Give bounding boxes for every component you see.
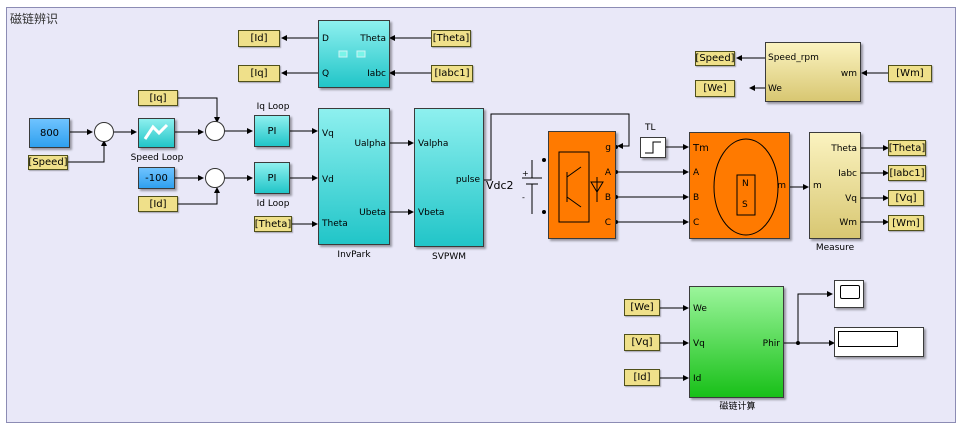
inverter-g-port: g (605, 143, 611, 153)
flux-calc-block[interactable]: We Vq Id Phir (689, 286, 784, 398)
motor-b-port: B (693, 193, 700, 203)
dc-source-icon: + - (522, 160, 542, 214)
tag-wm-from[interactable]: [Wm] (888, 65, 932, 82)
id-pi-block[interactable]: PI (254, 162, 290, 194)
tl-label: TL (645, 123, 656, 133)
invpark-ubeta-port: Ubeta (359, 208, 386, 218)
park-theta-port: Theta (360, 34, 386, 44)
motor-s-pole: S (742, 200, 748, 210)
flux-calc-label: 磁链计算 (719, 402, 756, 412)
tag-vq-from[interactable]: [Vq] (624, 334, 660, 351)
iq-loop-label: Iq Loop (256, 102, 290, 112)
speed-rpm-port: Speed_rpm (768, 53, 819, 63)
tag-we-from[interactable]: [We] (624, 299, 660, 316)
speed-loop-label: Speed Loop (130, 153, 184, 163)
tag-theta-from[interactable]: [Theta] (431, 30, 471, 47)
motor-tm-port: Tm (693, 143, 709, 154)
tag-speed-goto[interactable]: [Speed] (695, 51, 735, 66)
tag-id-in[interactable]: [Id] (138, 196, 178, 212)
measure-theta-port: Theta (831, 144, 857, 154)
tag-theta-goto[interactable]: [Theta] (888, 140, 926, 156)
step-icon (645, 141, 661, 154)
iq-pi-block[interactable]: PI (254, 115, 290, 147)
tag-theta-in[interactable]: [Theta] (254, 216, 292, 232)
sum-iq[interactable] (205, 121, 225, 141)
sum-speed[interactable] (94, 122, 114, 142)
motor-c-port: C (693, 218, 700, 228)
inverter-block[interactable]: g A B C (548, 131, 616, 239)
display-readout (838, 331, 898, 347)
tag-we-goto[interactable]: [We] (695, 80, 735, 97)
flux-id-port: Id (693, 374, 702, 384)
park-iabc-port: Iabc (367, 69, 386, 79)
inverter-a-port: A (604, 168, 611, 178)
motor-n-pole: N (742, 179, 749, 189)
speed-rpm-wm-port: wm (840, 69, 857, 79)
svg-text:-: - (522, 193, 525, 202)
tag-speed-in[interactable]: [Speed] (28, 155, 68, 170)
id-pi-label: PI (267, 172, 277, 184)
svpwm-valpha-port: Valpha (418, 139, 449, 149)
id-loop-label: Id Loop (256, 199, 290, 209)
motor-icon (713, 138, 779, 236)
measure-m-port: m (813, 181, 822, 191)
measure-vq-port: Vq (845, 194, 857, 204)
measure-label: Measure (815, 243, 855, 253)
tag-iq-in[interactable]: [Iq] (138, 90, 178, 106)
subsystem-icon (338, 50, 366, 58)
vdc-label: Vdc2 (486, 179, 514, 192)
igbt-icon (558, 151, 604, 223)
constant-neg100[interactable]: -100 (138, 167, 175, 189)
constant-neg100-value: -100 (145, 172, 168, 184)
flux-vq-port: Vq (693, 339, 705, 349)
display-block[interactable] (834, 327, 924, 357)
invpark-vd-port: Vd (322, 175, 334, 185)
invpark-label: InvPark (337, 250, 371, 260)
invpark-theta-port: Theta (322, 219, 348, 229)
motor-m-port: m (777, 181, 786, 191)
speed-loop-block[interactable] (138, 118, 175, 148)
pmsm-motor-block[interactable]: Tm A B C m N S (689, 132, 790, 239)
sum-id[interactable] (205, 168, 225, 188)
motor-a-port: A (693, 168, 700, 178)
tag-id-from[interactable]: [Id] (624, 369, 660, 386)
park-d-port: D (322, 34, 329, 44)
measure-wm-port: Wm (839, 218, 857, 228)
park-block[interactable]: D Q Theta Iabc (318, 20, 390, 88)
tag-iq-goto[interactable]: [Iq] (238, 65, 280, 82)
svpwm-block[interactable]: Valpha Vbeta pulse (414, 108, 484, 247)
inverter-b-port: B (604, 193, 611, 203)
inverter-c-port: C (604, 218, 611, 228)
scope-block[interactable] (834, 280, 864, 308)
svpwm-vbeta-port: Vbeta (418, 208, 445, 218)
speed-rpm-we-port: We (768, 84, 782, 94)
invpark-block[interactable]: Vq Vd Theta Ualpha Ubeta (318, 108, 390, 245)
pid-icon (143, 123, 169, 140)
park-q-port: Q (322, 69, 330, 79)
svpwm-label: SVPWM (432, 252, 466, 262)
tag-id-goto[interactable]: [Id] (238, 30, 280, 47)
tl-step-block[interactable] (640, 137, 666, 158)
area-title: 磁链辨识 (10, 12, 59, 26)
flux-phir-port: Phir (762, 339, 780, 349)
tag-iabc1-from[interactable]: [Iabc1] (431, 65, 473, 82)
flux-we-port: We (693, 304, 707, 314)
speed-rpm-block[interactable]: Speed_rpm wm We (765, 42, 861, 102)
measure-iabc-port: Iabc (838, 169, 857, 179)
tag-vq-goto[interactable]: [Vq] (888, 190, 924, 206)
invpark-vq-port: Vq (322, 129, 334, 139)
svpwm-pulse-port: pulse (455, 175, 480, 185)
measure-block[interactable]: m Theta Iabc Vq Wm (809, 132, 861, 239)
iq-pi-label: PI (267, 125, 277, 137)
tag-iabc1-goto[interactable]: [Iabc1] (888, 165, 926, 181)
constant-800[interactable]: 800 (29, 118, 70, 148)
invpark-ualpha-port: Ualpha (354, 139, 386, 149)
tag-wm-goto[interactable]: [Wm] (888, 215, 924, 231)
svg-text:+: + (522, 169, 529, 178)
constant-800-value: 800 (39, 127, 60, 139)
scope-icon (840, 285, 860, 299)
